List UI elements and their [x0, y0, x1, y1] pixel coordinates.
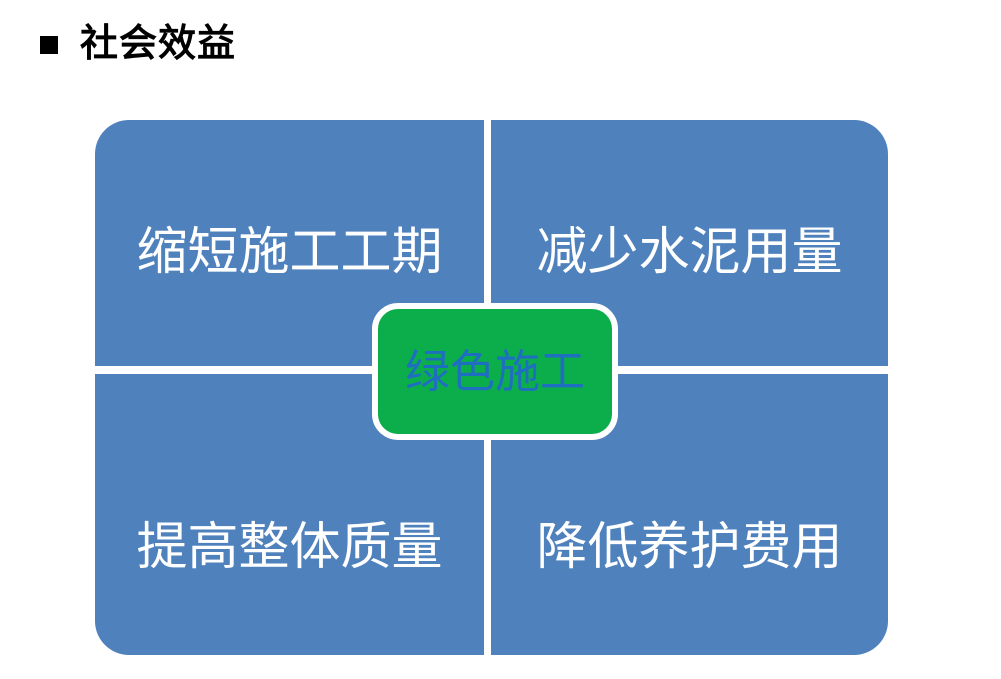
- quadrant-bottom-left-label: 提高整体质量: [136, 517, 443, 577]
- benefits-matrix-diagram: 缩短施工工期 减少水泥用量 提高整体质量 降低养护费用: [95, 120, 888, 655]
- quadrant-bottom-right[interactable]: 降低养护费用: [491, 374, 888, 655]
- center-callout-label: 绿色施工: [404, 345, 585, 398]
- quadrant-bottom-right-label: 降低养护费用: [536, 517, 843, 577]
- quadrant-top-right[interactable]: 减少水泥用量: [491, 120, 888, 366]
- page-title: 社会效益: [40, 19, 236, 67]
- square-bullet-icon: [40, 35, 58, 54]
- center-callout[interactable]: 绿色施工: [372, 303, 618, 440]
- quadrant-top-left-label: 缩短施工工期: [136, 223, 443, 283]
- quadrant-bottom-left[interactable]: 提高整体质量: [95, 374, 484, 655]
- quadrant-top-right-label: 减少水泥用量: [536, 223, 843, 283]
- page-title-text: 社会效益: [80, 21, 237, 65]
- quadrant-top-left[interactable]: 缩短施工工期: [95, 120, 484, 366]
